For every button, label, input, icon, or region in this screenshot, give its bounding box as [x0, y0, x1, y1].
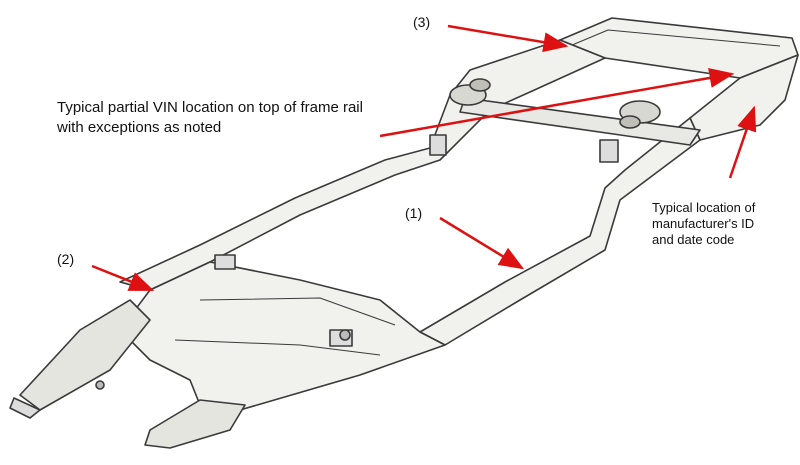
callout-arrows	[91, 24, 757, 292]
front-right-horn	[144, 399, 246, 449]
manufacturer-id-line-2: manufacturer's ID	[652, 216, 755, 231]
manufacturer-id-line-3: and date code	[652, 232, 735, 247]
center-crossmember	[459, 97, 701, 146]
arrow-callout-3	[447, 24, 569, 53]
arrow-callout-1	[439, 216, 525, 270]
vin-location-label: Typical partial VIN location on top of f…	[57, 98, 363, 138]
arrow-manufacturer-id	[728, 105, 757, 179]
manufacturer-id-label: Typical location of manufacturer's ID an…	[652, 200, 755, 248]
front-left-horn	[19, 299, 151, 411]
callout-3-label: (3)	[413, 14, 431, 30]
callout-1-label: (1)	[405, 205, 423, 221]
chassis-frame	[9, 17, 799, 449]
callout-2-label: (2)	[57, 251, 75, 267]
arrow-callout-2	[91, 264, 155, 292]
vin-location-line-2: with exceptions as noted	[57, 119, 222, 136]
manufacturer-id-line-1: Typical location of	[652, 200, 756, 215]
vin-location-line-1: Typical partial VIN location on top of f…	[57, 99, 363, 116]
front-crossmember	[119, 261, 446, 411]
arrow-vin-location	[379, 68, 735, 138]
